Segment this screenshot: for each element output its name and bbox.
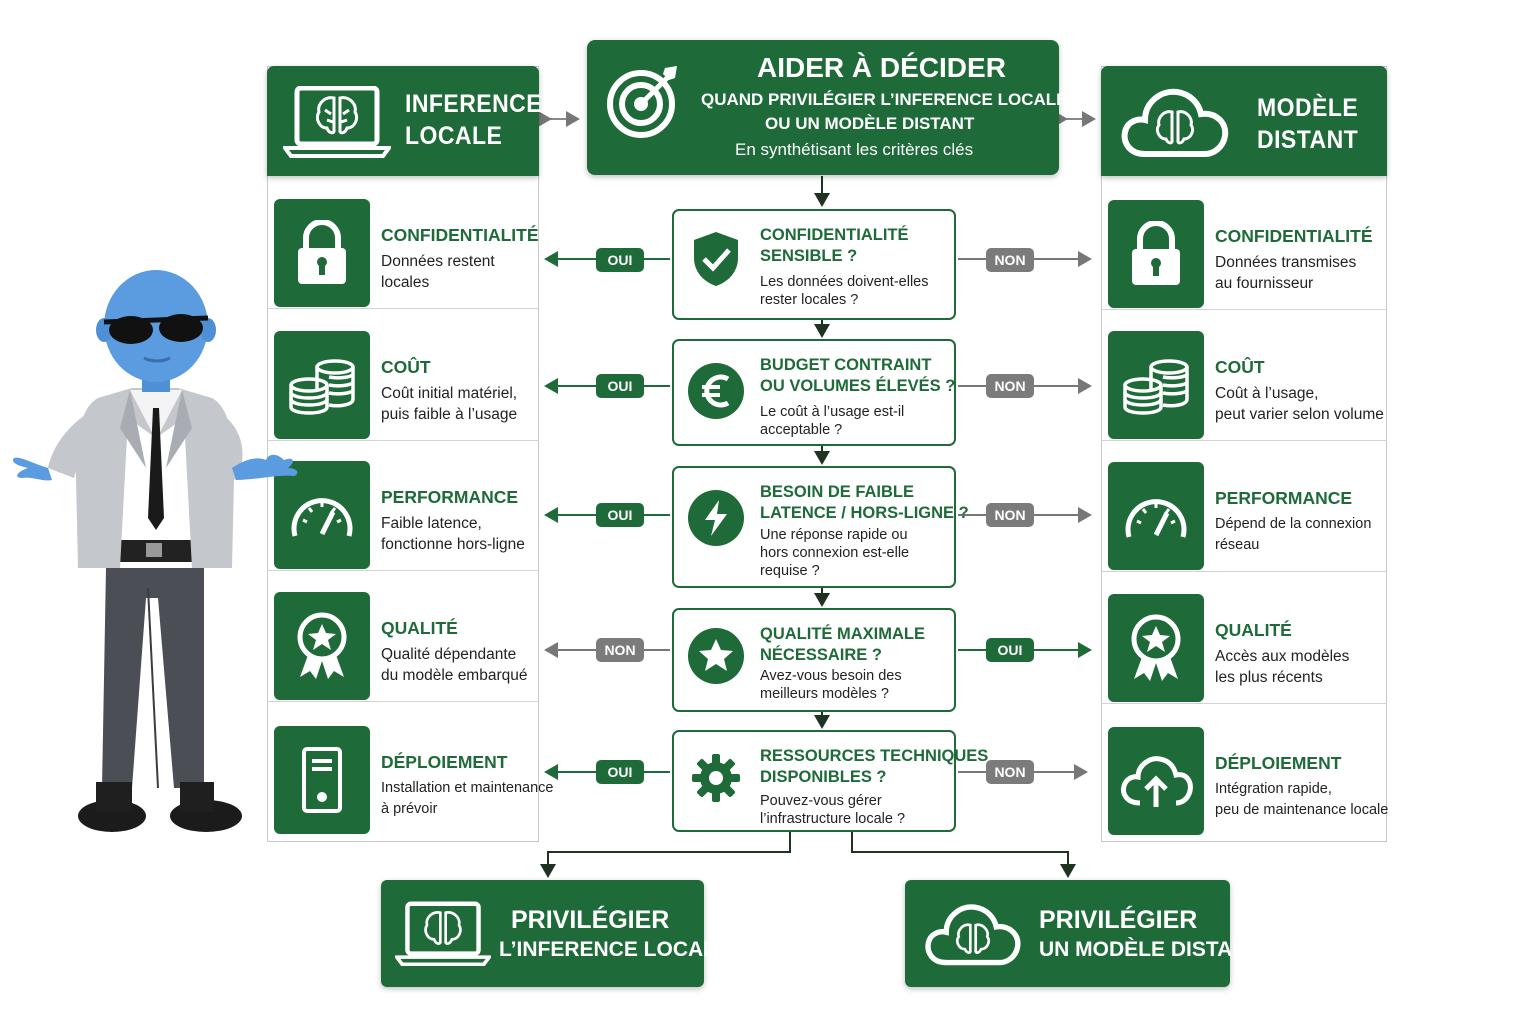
local-panel-header: INFERENCE LOCALE <box>267 66 543 176</box>
header-tagline: En synthétisant les critères clés <box>735 140 974 159</box>
answer-pill-left: OUI <box>596 374 644 398</box>
result-local-line1: PRIVILÉGIER <box>511 906 670 934</box>
answer-pill-right: OUI <box>986 638 1034 662</box>
header-box: AIDER À DÉCIDER QUAND PRIVILÉGIER L’INFE… <box>587 40 1067 175</box>
answer-pill-left: OUI <box>596 760 644 784</box>
local-panel <box>267 66 539 842</box>
presenter-character <box>8 268 308 860</box>
criterion-desc: Coût à l’usage,peut varier selon volume <box>1215 385 1384 423</box>
header-subtitle-2: OU UN MODÈLE DISTANT <box>765 114 975 133</box>
coins-icon <box>1108 331 1204 439</box>
criterion-desc: Coût initial matériel,puis faible à l’us… <box>381 385 518 423</box>
criterion-title: COÛT <box>1215 357 1265 377</box>
gauge-icon <box>1108 462 1204 570</box>
award-icon <box>1108 594 1204 702</box>
local-criterion-cost: COÛT Coût initial matériel,puis faible à… <box>268 331 538 441</box>
shield-check-icon <box>688 231 744 287</box>
server-icon <box>274 726 370 834</box>
laptop-brain-icon <box>283 86 391 158</box>
criterion-title: DÉPLOIEMENT <box>381 752 508 772</box>
criterion-title: QUALITÉ <box>1215 620 1292 640</box>
remote-criterion-deployment: DÉPLOIEMENT Intégration rapide,peu de ma… <box>1102 727 1389 837</box>
local-panel-title-1: INFERENCE <box>405 90 543 118</box>
target-icon <box>605 62 683 140</box>
remote-panel-title-2: DISTANT <box>1257 126 1359 154</box>
remote-panel <box>1101 66 1387 842</box>
local-panel-title-2: LOCALE <box>405 122 503 150</box>
answer-pill-right: NON <box>986 503 1034 527</box>
criterion-desc: Faible latence,fonctionne hors-ligne <box>381 515 525 553</box>
answer-pill-right: NON <box>986 760 1034 784</box>
result-local-line2: L’INFERENCE LOCALE <box>499 938 731 961</box>
star-icon <box>688 628 744 684</box>
answer-pill-right: NON <box>986 248 1034 272</box>
cloud-upload-icon <box>1108 727 1204 835</box>
criterion-desc: Intégration rapide,peu de maintenance lo… <box>1215 781 1389 818</box>
cloud-brain-icon <box>1119 84 1231 160</box>
criterion-title: DÉPLOIEMENT <box>1215 753 1342 773</box>
remote-panel-header: MODÈLE DISTANT <box>1101 66 1387 176</box>
lock-icon <box>1108 200 1204 308</box>
answer-pill-left: NON <box>596 638 644 662</box>
lock-icon <box>274 199 370 307</box>
cloud-brain-icon <box>923 900 1023 968</box>
local-criterion-performance: PERFORMANCE Faible latence,fonctionne ho… <box>268 461 538 571</box>
criterion-title: CONFIDENTIALITÉ <box>1215 226 1373 246</box>
gear-icon <box>688 750 744 806</box>
criterion-title: PERFORMANCE <box>1215 488 1353 508</box>
answer-pill-left: OUI <box>596 503 644 527</box>
result-remote-line2: UN MODÈLE DISTANT <box>1039 938 1261 961</box>
header-subtitle-1: QUAND PRIVILÉGIER L’INFERENCE LOCALE <box>701 90 1068 109</box>
criterion-title: PERFORMANCE <box>381 487 519 507</box>
award-icon <box>274 592 370 700</box>
laptop-brain-icon <box>395 900 491 968</box>
criterion-title: COÛT <box>381 357 431 377</box>
coins-icon <box>274 331 370 439</box>
result-remote-line1: PRIVILÉGIER <box>1039 906 1198 934</box>
answer-pill-left: OUI <box>596 248 644 272</box>
gauge-icon <box>274 461 370 569</box>
criterion-title: QUALITÉ <box>381 618 458 638</box>
criterion-title: CONFIDENTIALITÉ <box>381 225 539 245</box>
remote-criterion-cost: COÛT Coût à l’usage,peut varier selon vo… <box>1102 331 1386 441</box>
remote-panel-title-1: MODÈLE <box>1257 94 1359 122</box>
header-title: AIDER À DÉCIDER <box>757 52 1006 83</box>
euro-icon <box>688 363 744 419</box>
lightning-icon <box>688 490 744 546</box>
answer-pill-right: NON <box>986 374 1034 398</box>
result-local-box: PRIVILÉGIER L’INFERENCE LOCALE <box>381 880 730 987</box>
result-remote-box: PRIVILÉGIER UN MODÈLE DISTANT <box>905 880 1260 987</box>
